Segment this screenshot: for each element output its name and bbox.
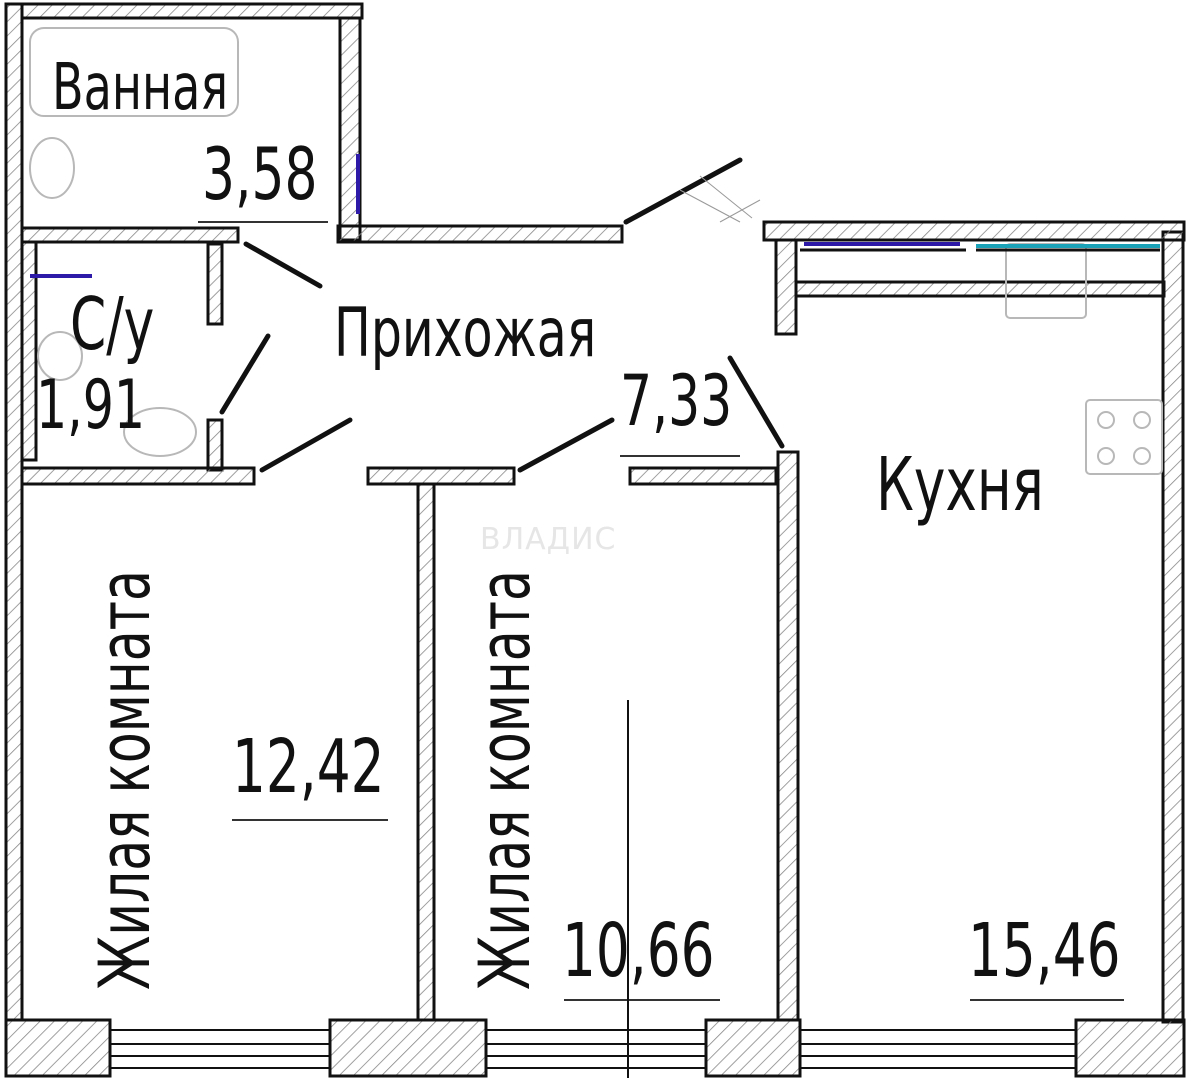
door-wc bbox=[219, 333, 271, 415]
doors bbox=[219, 157, 785, 473]
stove bbox=[1085, 399, 1163, 475]
door-entrance bbox=[623, 157, 743, 225]
entrance-marks bbox=[679, 175, 761, 223]
wall-wc-right-lower bbox=[206, 418, 224, 472]
wall-wc-right bbox=[206, 242, 224, 326]
wall-wc-left bbox=[20, 240, 38, 462]
wall-rooms-top-left bbox=[20, 466, 256, 486]
wall-bath-bottom bbox=[20, 226, 240, 244]
living-room-2-name: Жилая комната bbox=[464, 570, 546, 990]
pier-2 bbox=[328, 1018, 488, 1078]
kitchen-name: Кухня bbox=[876, 442, 1044, 528]
wall-kitchen-left bbox=[776, 450, 800, 1022]
window-2 bbox=[486, 1029, 706, 1069]
wall-kitchen-stub bbox=[774, 238, 798, 336]
wall-rooms-top-mid bbox=[366, 466, 516, 486]
wc-toilet bbox=[37, 331, 83, 381]
wc-area: 1,91 bbox=[36, 366, 146, 445]
door-bath bbox=[243, 241, 323, 289]
wall-rooms-divider bbox=[416, 482, 436, 1022]
pier-3 bbox=[704, 1018, 802, 1078]
watermark: ВЛАДИС bbox=[480, 522, 617, 557]
area-underlines bbox=[198, 221, 1124, 1001]
pier-4 bbox=[1074, 1018, 1186, 1078]
wall-top-bathroom bbox=[20, 2, 364, 20]
wc-name: С/у bbox=[70, 282, 155, 366]
accent-lines bbox=[30, 154, 1160, 278]
wall-kitchen-cabinet bbox=[794, 280, 1166, 298]
facade-bottom bbox=[4, 1018, 1186, 1078]
hallway-name: Прихожая bbox=[334, 294, 597, 373]
wall-right-outer bbox=[1161, 230, 1185, 1024]
wc-sink bbox=[123, 407, 197, 457]
wall-rooms-top-right bbox=[628, 466, 778, 486]
window-1 bbox=[110, 1029, 330, 1069]
door-room-1 bbox=[259, 417, 353, 473]
door-kitchen bbox=[727, 355, 785, 449]
living-room-1-name: Жилая комната bbox=[84, 570, 166, 990]
wall-hall-top-mid bbox=[336, 224, 624, 244]
window-3 bbox=[800, 1029, 1076, 1069]
hallway-area: 7,33 bbox=[620, 360, 733, 442]
bathroom-area: 3,58 bbox=[202, 132, 318, 216]
bathtub bbox=[29, 27, 239, 117]
bathroom-name: Ванная bbox=[52, 51, 229, 125]
exterior-walls bbox=[4, 2, 1185, 1024]
pier-1 bbox=[4, 1018, 112, 1078]
door-room-2 bbox=[517, 417, 615, 473]
living-room-1-area: 12,42 bbox=[232, 724, 385, 810]
living-room-2-area: 10,66 bbox=[562, 908, 715, 994]
wall-hall-top-right bbox=[762, 220, 1186, 242]
bath-sink bbox=[29, 137, 75, 199]
kitchen-area: 15,46 bbox=[968, 908, 1121, 994]
interior-walls bbox=[20, 220, 1186, 1022]
wall-left-outer bbox=[4, 2, 24, 1022]
